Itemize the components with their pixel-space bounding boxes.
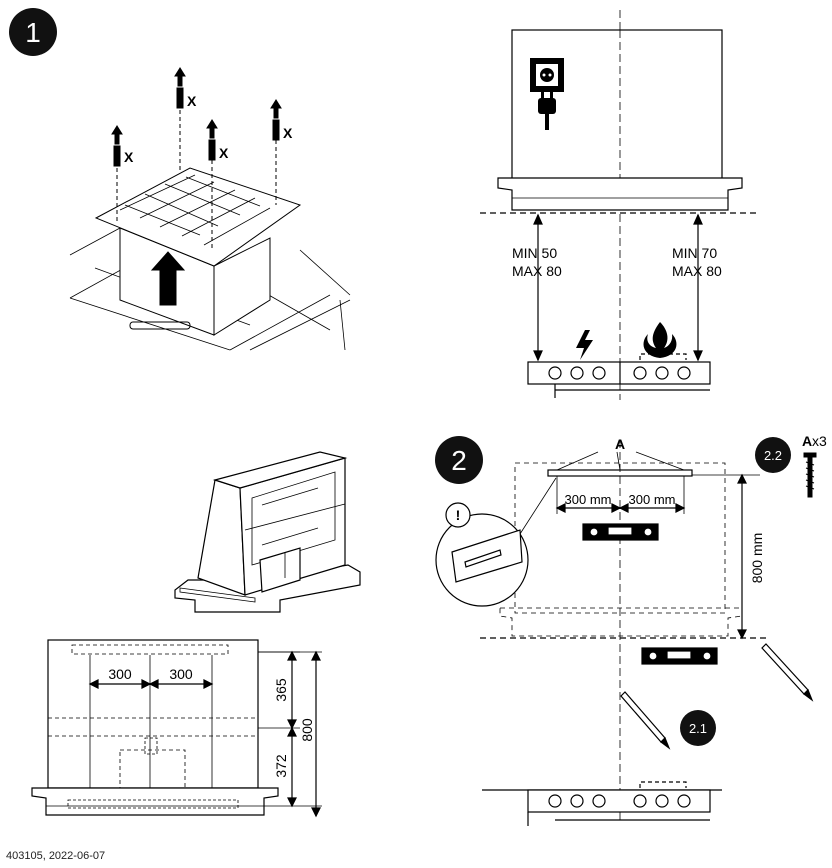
step-1-number: 1 (25, 17, 41, 48)
screw-x-label-1: X (124, 149, 134, 165)
anchor-a-label: A (615, 436, 625, 452)
left-max-label: MAX 80 (512, 263, 562, 279)
sub-step-2-2-number: 2.2 (764, 448, 782, 463)
electric-icon (576, 330, 593, 360)
screw-icons-top (111, 67, 282, 167)
hood-front-view-drawing (31, 639, 322, 818)
step-2-badge: 2 (435, 436, 483, 484)
step2-height: 800 mm (749, 533, 765, 584)
document-footer: 403105, 2022-06-07 (6, 850, 106, 862)
step2-width-left: 300 mm (565, 492, 612, 507)
front-width-left: 300 (108, 666, 132, 682)
front-height-total: 800 (299, 718, 315, 742)
screw-a-icon (803, 452, 817, 498)
front-height-top: 365 (273, 678, 289, 702)
screw-x-label-2: X (187, 93, 197, 109)
sub-step-2-2-badge: 2.2 (755, 437, 791, 473)
warning-icon: ! (456, 507, 461, 523)
screw-x-label-3: X (219, 145, 229, 161)
hood-unit-removal-drawing (69, 110, 351, 351)
flame-gas-icon (643, 322, 677, 358)
step-2-number: 2 (451, 445, 467, 476)
sub-step-2-1-badge: 2.1 (680, 710, 716, 746)
socket-plug-icon (530, 58, 564, 130)
step-1-badge: 1 (9, 8, 57, 56)
left-min-label: MIN 50 (512, 245, 557, 261)
right-min-label: MIN 70 (672, 245, 717, 261)
right-max-label: MAX 80 (672, 263, 722, 279)
front-width-right: 300 (169, 666, 193, 682)
step2-width-right: 300 mm (629, 492, 676, 507)
screw-x-label-4: X (283, 125, 293, 141)
front-height-bottom: 372 (273, 754, 289, 778)
part-count-label: x3 (812, 433, 827, 449)
wall-marking-drawing (435, 440, 814, 826)
clearance-drawing (480, 10, 760, 400)
hood-isometric-drawing (174, 451, 361, 613)
sub-step-2-1-number: 2.1 (689, 721, 707, 736)
part-a-label: A (802, 433, 812, 449)
